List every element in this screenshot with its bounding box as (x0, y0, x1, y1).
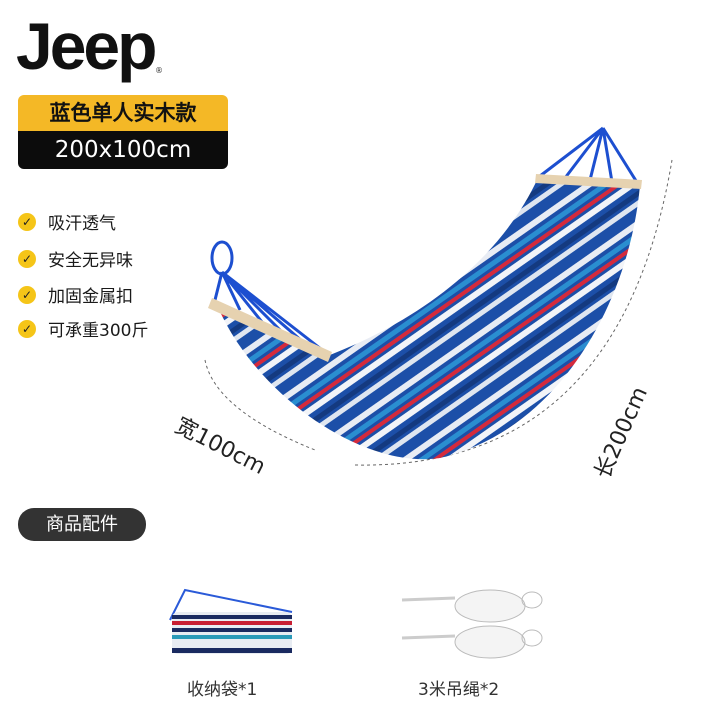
check-circle-icon: ✓ (18, 212, 36, 231)
spreader-bar-right (535, 174, 642, 189)
feature-item: ✓ 加固金属扣 (18, 282, 133, 307)
check-circle-icon: ✓ (18, 319, 36, 338)
rope-right (539, 126, 640, 185)
jeep-logo: Jeep (16, 9, 157, 83)
feature-item: ✓ 安全无异味 (18, 246, 133, 271)
accessories-heading: 商品配件 (18, 508, 146, 541)
variant-size-badge: 200x100cm (18, 131, 228, 169)
hammock-fabric (215, 178, 640, 460)
storage-bag-image (169, 588, 293, 654)
feature-label: 安全无异味 (48, 251, 133, 271)
hanging-rope-image (401, 589, 543, 659)
accessory-caption-rope: 3米吊绳*2 (418, 680, 500, 700)
check-circle-icon: ✓ (18, 249, 36, 268)
check-circle-icon: ✓ (18, 285, 36, 304)
feature-label: 可承重300斤 (48, 321, 149, 341)
spreader-bar-left (208, 298, 332, 362)
registered-mark: ® (155, 66, 163, 75)
accessory-caption-bag: 收纳袋*1 (187, 680, 258, 700)
length-dimension-line (354, 159, 673, 466)
variant-name-badge: 蓝色单人实木款 (18, 95, 228, 131)
feature-item: ✓ 吸汗透气 (18, 209, 116, 234)
feature-label: 加固金属扣 (48, 287, 133, 307)
feature-label: 吸汗透气 (48, 214, 116, 234)
rope-left (210, 240, 331, 358)
feature-item: ✓ 可承重300斤 (18, 316, 148, 341)
